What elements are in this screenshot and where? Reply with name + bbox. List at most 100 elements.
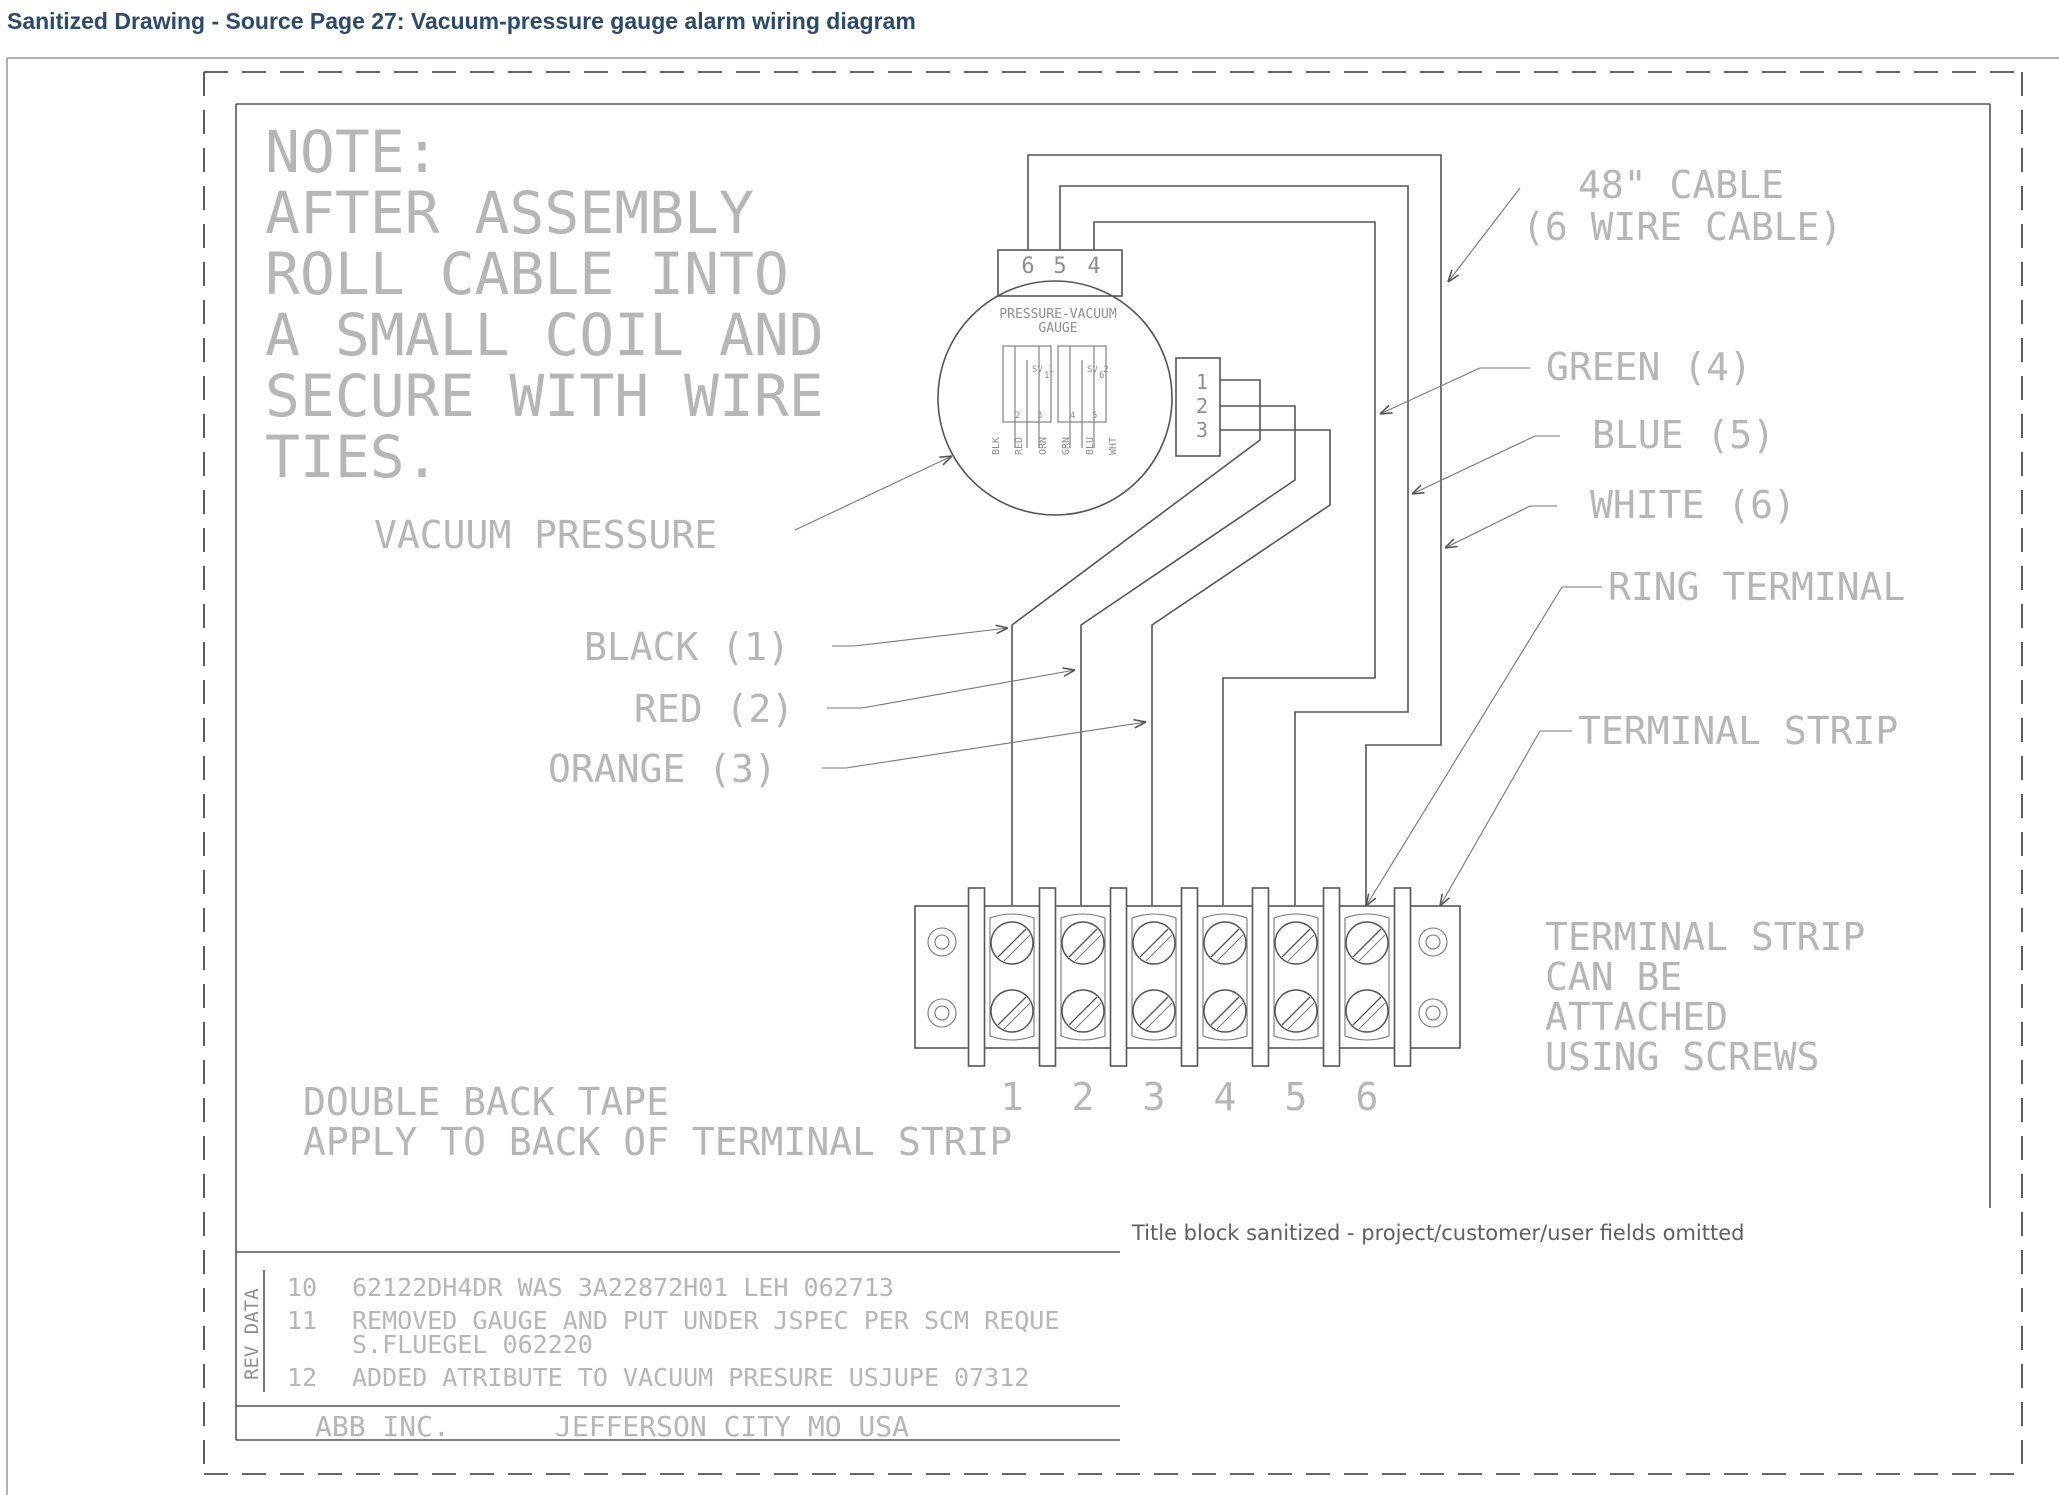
svg-text:WHT: WHT xyxy=(1108,437,1119,455)
terminal-numbers: 1 2 3 4 5 6 xyxy=(1000,1074,1379,1120)
strip-attach-note: TERMINAL STRIP CAN BE ATTACHED USING SCR… xyxy=(1544,914,1866,1080)
terminal-number-4: 4 xyxy=(1214,1075,1237,1119)
terminal-4 xyxy=(1202,913,1248,1041)
svg-text:6: 6 xyxy=(1099,371,1104,381)
svg-text:REMOVED GAUGE AND PUT UNDER JS: REMOVED GAUGE AND PUT UNDER JSPEC PER SC… xyxy=(352,1306,1059,1335)
wire-blue xyxy=(1059,185,1409,905)
svg-text:BLK: BLK xyxy=(991,437,1002,455)
wire-red xyxy=(1080,405,1296,905)
svg-text:NOTE:: NOTE: xyxy=(265,118,440,186)
terminal-2 xyxy=(1060,913,1106,1041)
svg-text:SECURE WITH WIRE: SECURE WITH WIRE xyxy=(265,362,824,430)
wire-white xyxy=(1027,154,1442,905)
sanitized-note: Title block sanitized - project/customer… xyxy=(1131,1221,1745,1245)
terminal-barrier xyxy=(1393,887,1412,1067)
company-name: ABB INC. xyxy=(315,1410,450,1443)
svg-text:GREEN (4): GREEN (4) xyxy=(1546,345,1752,389)
terminal-number-6: 6 xyxy=(1356,1075,1379,1119)
svg-text:TERMINAL STRIP: TERMINAL STRIP xyxy=(1578,709,1898,753)
svg-text:SV 1: SV 1 xyxy=(1032,365,1054,375)
svg-text:(6 WIRE CABLE): (6 WIRE CABLE) xyxy=(1522,205,1842,249)
terminal-number-2: 2 xyxy=(1072,1075,1095,1119)
terminal-number-5: 5 xyxy=(1285,1075,1308,1119)
terminal-barrier xyxy=(1038,887,1057,1067)
svg-text:4: 4 xyxy=(1070,411,1075,421)
svg-text:ORANGE (3): ORANGE (3) xyxy=(548,747,777,791)
svg-text:TIES.: TIES. xyxy=(265,423,440,491)
tape-note: DOUBLE BACK TAPE APPLY TO BACK OF TERMIN… xyxy=(302,1079,1013,1165)
svg-text:ORN: ORN xyxy=(1038,437,1049,455)
terminal-barrier xyxy=(967,887,986,1067)
revision-block: REV DATA 10 62122DH4DR WAS 3A22872H01 LE… xyxy=(236,1251,1120,1444)
svg-text:WHITE (6): WHITE (6) xyxy=(1590,483,1796,527)
svg-text:CAN BE: CAN BE xyxy=(1545,955,1682,999)
svg-text:S.FLUEGEL 062220: S.FLUEGEL 062220 xyxy=(352,1330,593,1359)
wire-black xyxy=(1011,379,1261,905)
svg-text:6: 6 xyxy=(1021,254,1034,279)
wire-green xyxy=(1093,221,1376,905)
rev-data-header: REV DATA xyxy=(241,1288,263,1380)
terminal-number-3: 3 xyxy=(1143,1075,1166,1119)
vacuum-pressure-callout: VACUUM PRESSURE xyxy=(373,456,952,558)
svg-text:2: 2 xyxy=(1196,394,1208,418)
svg-text:USING SCREWS: USING SCREWS xyxy=(1545,1035,1820,1079)
terminal-strip-callout: TERMINAL STRIP xyxy=(1440,708,1899,906)
svg-text:A SMALL COIL AND: A SMALL COIL AND xyxy=(265,301,824,369)
svg-text:12: 12 xyxy=(287,1363,317,1392)
gauge-side-connector xyxy=(1175,357,1221,457)
page-title: Sanitized Drawing - Source Page 27: Vacu… xyxy=(7,8,916,34)
svg-text:ATTACHED: ATTACHED xyxy=(1545,995,1728,1039)
svg-text:5: 5 xyxy=(1092,411,1097,421)
svg-text:DOUBLE BACK TAPE: DOUBLE BACK TAPE xyxy=(303,1080,669,1124)
pressure-vacuum-gauge: 6 5 4 PRESSURE-VACUUM GAUGE 1 2 3 SV 1 S… xyxy=(937,249,1221,516)
svg-text:GRN: GRN xyxy=(1061,437,1072,455)
assembly-note: NOTE: AFTER ASSEMBLY ROLL CABLE INTO A S… xyxy=(264,117,824,492)
terminal-number-1: 1 xyxy=(1001,1075,1024,1119)
svg-text:RED: RED xyxy=(1014,437,1025,455)
svg-text:3: 3 xyxy=(1037,411,1042,421)
terminal-strip: 1 2 3 4 5 6 xyxy=(914,887,1461,1120)
svg-text:62122DH4DR WAS 3A22872H01 LEH: 62122DH4DR WAS 3A22872H01 LEH 062713 xyxy=(352,1273,894,1302)
wire-orange xyxy=(1151,429,1331,905)
svg-text:VACUUM PRESSURE: VACUUM PRESSURE xyxy=(374,513,717,557)
svg-text:5: 5 xyxy=(1053,254,1066,279)
svg-text:APPLY TO BACK OF TERMINAL STRI: APPLY TO BACK OF TERMINAL STRIP xyxy=(303,1120,1012,1164)
blue-callout: BLUE (5) xyxy=(1412,412,1776,494)
svg-text:RING TERMINAL: RING TERMINAL xyxy=(1608,565,1905,609)
svg-text:TERMINAL STRIP: TERMINAL STRIP xyxy=(1545,915,1865,959)
svg-text:11: 11 xyxy=(287,1306,317,1335)
terminal-5 xyxy=(1273,913,1319,1041)
svg-text:4: 4 xyxy=(1087,254,1100,279)
terminal-barrier xyxy=(1251,887,1270,1067)
svg-text:RED (2): RED (2) xyxy=(634,687,794,731)
svg-text:GAUGE: GAUGE xyxy=(1038,321,1077,336)
company-location: JEFFERSON CITY MO USA xyxy=(555,1410,909,1443)
inner-frame xyxy=(235,103,1991,1441)
svg-text:AFTER ASSEMBLY: AFTER ASSEMBLY xyxy=(265,179,754,247)
ring-terminal-callout: RING TERMINAL xyxy=(1366,564,1906,906)
svg-text:SV 2: SV 2 xyxy=(1087,365,1109,375)
red-callout: RED (2) xyxy=(633,670,1075,732)
svg-text:BLACK (1): BLACK (1) xyxy=(584,625,790,669)
orange-callout: ORANGE (3) xyxy=(547,722,1146,792)
svg-text:1: 1 xyxy=(1196,370,1208,394)
gauge-body xyxy=(937,280,1173,516)
svg-text:3: 3 xyxy=(1196,418,1208,442)
svg-text:2: 2 xyxy=(1015,411,1020,421)
cable-callout: 48" CABLE (6 WIRE CABLE) xyxy=(1448,162,1843,282)
terminal-barrier xyxy=(1322,887,1341,1067)
black-callout: BLACK (1) xyxy=(583,624,1008,670)
svg-text:1: 1 xyxy=(1044,371,1049,381)
svg-text:BLU: BLU xyxy=(1085,437,1096,455)
terminal-barrier xyxy=(1180,887,1199,1067)
white-callout: WHITE (6) xyxy=(1445,482,1797,548)
terminal-1 xyxy=(989,913,1035,1041)
svg-text:PRESSURE-VACUUM: PRESSURE-VACUUM xyxy=(999,307,1117,322)
svg-text:BLUE (5): BLUE (5) xyxy=(1592,413,1775,457)
svg-text:48" CABLE: 48" CABLE xyxy=(1578,163,1784,207)
terminal-3 xyxy=(1131,913,1177,1041)
terminal-barrier xyxy=(1109,887,1128,1067)
svg-text:ADDED ATRIBUTE TO VACUUM PRESU: ADDED ATRIBUTE TO VACUUM PRESURE USJUPE … xyxy=(352,1363,1029,1392)
terminal-positions xyxy=(967,887,1412,1067)
